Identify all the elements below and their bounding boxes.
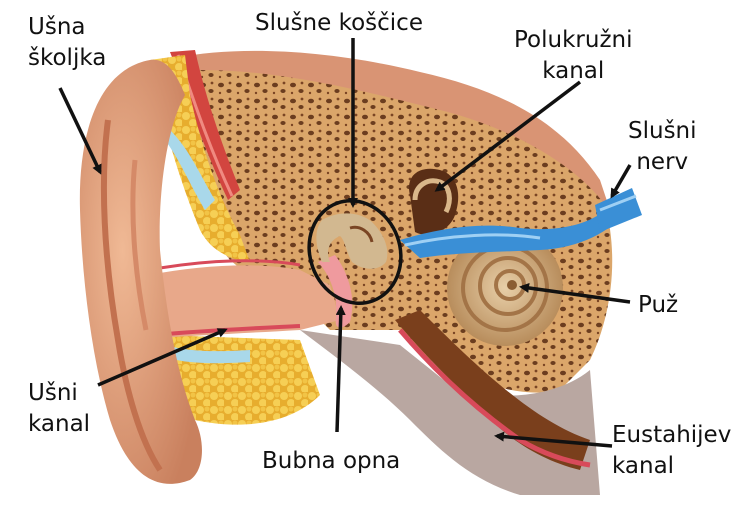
label-eustahijev-kanal: Eustahijev kanal: [612, 420, 731, 482]
label-usni-kanal: Ušni kanal: [28, 378, 90, 440]
label-usna-skoljka: Ušna školjka: [28, 12, 106, 74]
label-bubna-opna: Bubna opna: [262, 446, 400, 477]
label-puz: Puž: [638, 290, 678, 321]
label-polukruzni-kanal: Polukružni kanal: [514, 25, 632, 87]
label-slusne-koscice: Slušne koščice: [255, 8, 423, 39]
label-slusni-nerv: Slušni nerv: [628, 116, 697, 178]
